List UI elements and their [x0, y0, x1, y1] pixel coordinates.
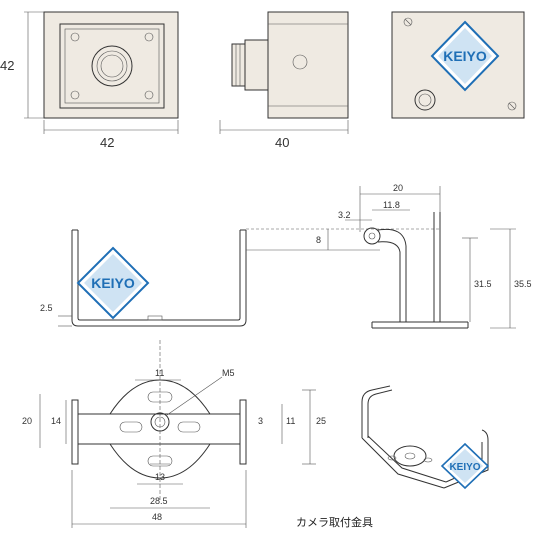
dim-11-8: 11.8	[383, 200, 400, 210]
dim-13: 13	[155, 472, 165, 482]
dim-48: 48	[152, 512, 162, 522]
dim-height-42: 42	[0, 58, 14, 73]
dim-25: 25	[316, 416, 326, 426]
bracket-side-dimensions: 20 11.8 3.2 8 31.5 35.5 2.5	[40, 183, 532, 329]
dim-35-5: 35.5	[514, 279, 532, 289]
bracket-top-dimensions: M5 11 20 14 13 28.5 48 25 11 3	[22, 368, 326, 528]
dim-28-5: 28.5	[150, 496, 168, 506]
logo-text-middle: KEIYO	[91, 275, 135, 291]
dim-2-5: 2.5	[40, 303, 53, 313]
dim-11-top: 11	[155, 368, 164, 378]
dim-20-left: 20	[22, 416, 32, 426]
camera-front-view	[43, 11, 179, 119]
dim-20-top: 20	[393, 183, 403, 193]
keiyo-logo-middle: KEIYO	[76, 246, 150, 320]
dim-width-40: 40	[275, 135, 289, 150]
dim-3: 3	[258, 416, 263, 426]
camera-side-view	[231, 11, 349, 119]
dim-width-42: 42	[100, 135, 114, 150]
bracket-side-view	[71, 212, 469, 329]
dim-8: 8	[316, 235, 321, 245]
camera-dimensions: 42 42 40	[0, 11, 349, 150]
bracket-isometric	[361, 385, 489, 489]
dim-31-5: 31.5	[474, 279, 492, 289]
dim-14: 14	[51, 416, 61, 426]
dim-3-2: 3.2	[338, 210, 351, 220]
logo-text: KEIYO	[443, 48, 487, 64]
caption: カメラ取付金具	[296, 515, 373, 529]
logo-text-iso: KEIYO	[449, 462, 480, 473]
dim-11-right: 11	[286, 416, 295, 426]
dim-m5: M5	[222, 368, 235, 378]
keiyo-logo-iso: KEIYO	[440, 442, 490, 490]
keiyo-logo: KEIYO	[430, 20, 500, 92]
